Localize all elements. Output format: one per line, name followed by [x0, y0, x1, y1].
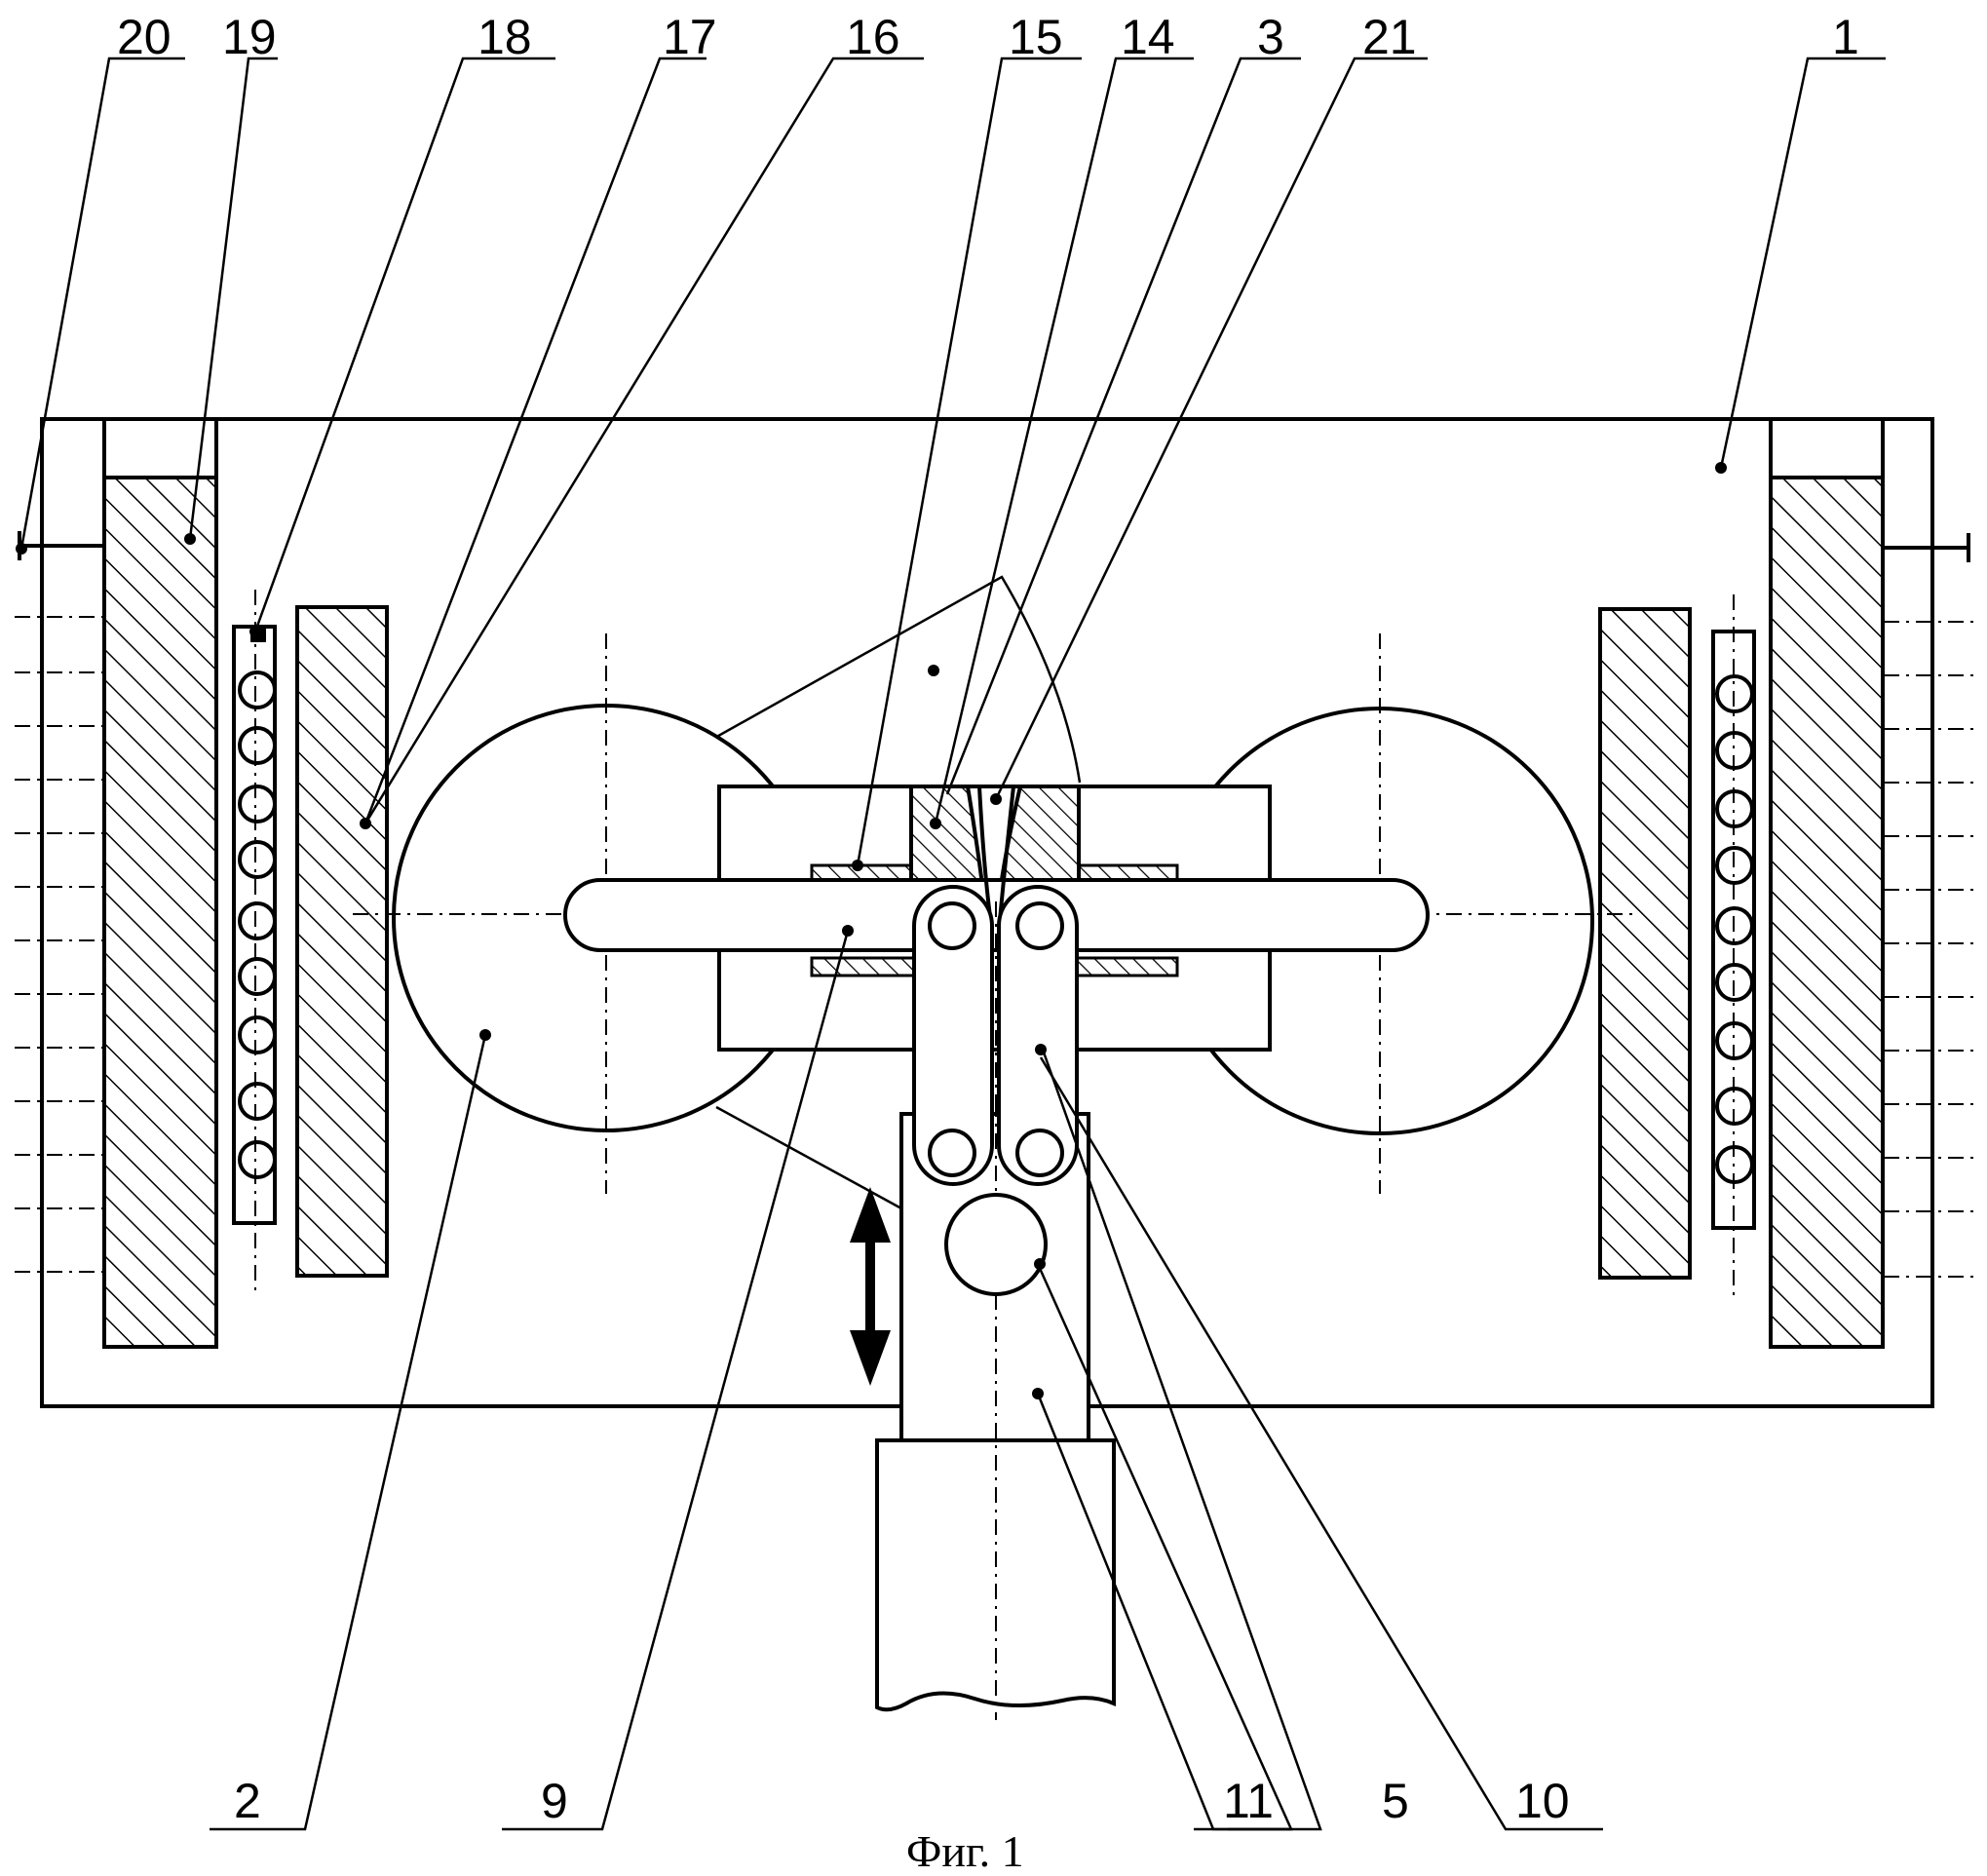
label-9: 9: [541, 1774, 568, 1828]
label-16: 16: [846, 10, 900, 64]
right-inner-plate: [1600, 609, 1690, 1278]
cone-lower-line: [716, 1107, 901, 1208]
left-coil-strip: [234, 590, 275, 1296]
right-column-hatched: [1771, 478, 1883, 1347]
label-21: 21: [1362, 10, 1417, 64]
label-10: 10: [1515, 1774, 1570, 1828]
label-11: 11: [1223, 1774, 1274, 1828]
label-18: 18: [478, 10, 532, 64]
label-20: 20: [117, 10, 172, 64]
left-inner-plate: [297, 607, 387, 1276]
left-column-hatched: [104, 478, 216, 1347]
right-coil-strip: [1713, 594, 1754, 1301]
right-terminal: [1884, 533, 1968, 562]
left-terminal: [19, 531, 104, 560]
right-grid-lines: [1884, 622, 1973, 1277]
roller: [946, 1195, 1046, 1294]
label-19: 19: [222, 10, 277, 64]
label-3: 3: [1257, 10, 1284, 64]
label-17: 17: [663, 10, 717, 64]
link-left: [914, 887, 992, 1184]
label-15: 15: [1009, 10, 1063, 64]
motion-arrow: [850, 1187, 891, 1386]
right-column-cap: [1771, 419, 1883, 478]
left-grid-lines: [15, 617, 104, 1272]
cone-outline: [705, 577, 1080, 783]
link-right: [999, 887, 1077, 1184]
liner-bottom-left: [812, 958, 929, 976]
figure-caption: Фиг. 1: [906, 1826, 1024, 1876]
label-5: 5: [1382, 1774, 1409, 1828]
label-1: 1: [1832, 10, 1859, 64]
label-2: 2: [234, 1774, 261, 1828]
label-14: 14: [1121, 10, 1175, 64]
